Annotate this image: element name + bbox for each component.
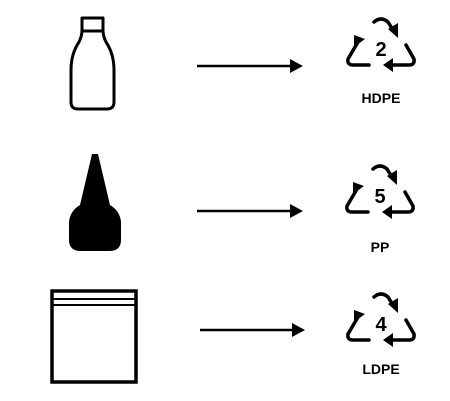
recycling-symbol-hdpe: 2 HDPE — [346, 17, 416, 106]
row-pp: 5 PP — [69, 154, 415, 255]
recycling-symbol-ldpe: 4 LDPE — [346, 292, 416, 377]
right-arrow-icon — [197, 204, 303, 218]
resin-abbreviation-ldpe: LDPE — [362, 361, 399, 377]
recycling-symbol-pp: 5 PP — [345, 164, 415, 255]
right-arrow-icon — [200, 323, 305, 337]
resin-abbreviation-hdpe: HDPE — [362, 90, 401, 106]
row-ldpe: 4 LDPE — [50, 289, 416, 384]
row-hdpe: 2 HDPE — [69, 16, 416, 111]
milk-bottle-icon — [69, 16, 116, 111]
right-arrow-icon — [197, 59, 303, 73]
resin-code-pp: 5 — [374, 186, 385, 208]
zip-bag-icon — [50, 289, 138, 384]
dropper-bottle-icon — [69, 154, 121, 251]
resin-code-hdpe: 2 — [375, 39, 386, 61]
resin-code-ldpe: 4 — [375, 314, 387, 336]
resin-abbreviation-pp: PP — [371, 239, 390, 255]
